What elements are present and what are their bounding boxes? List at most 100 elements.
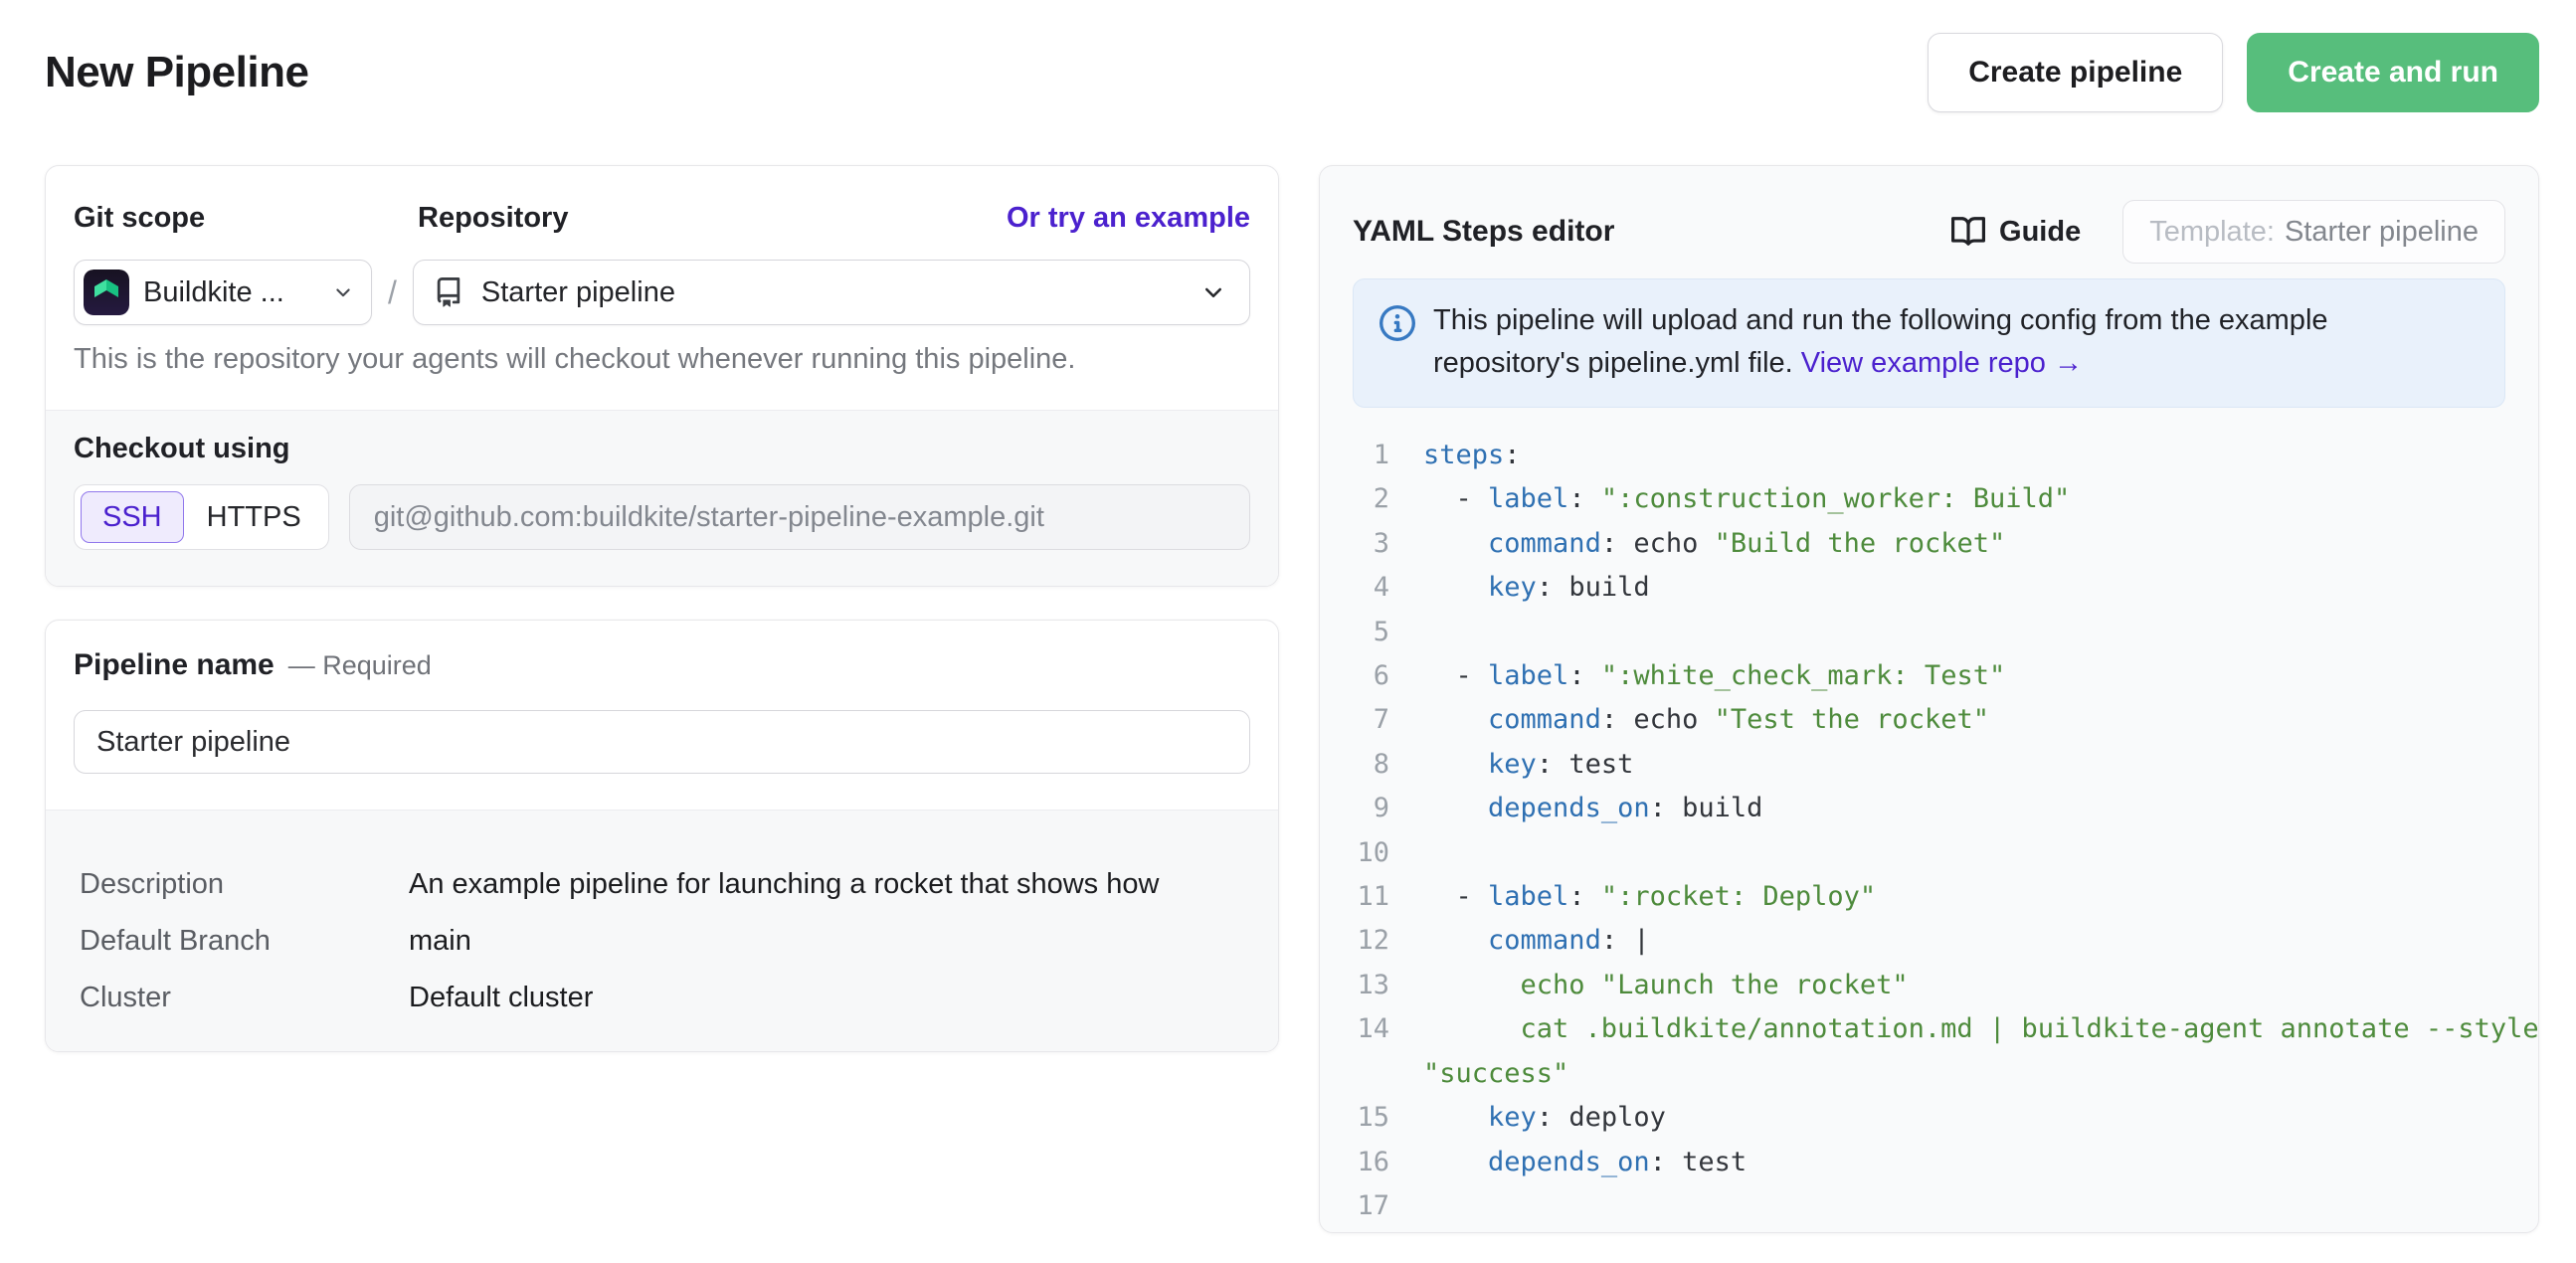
checkout-protocol-toggle: SSH HTTPS bbox=[74, 484, 329, 550]
create-and-run-button[interactable]: Create and run bbox=[2247, 33, 2539, 112]
line-content: command: echo "Test the rocket" bbox=[1488, 704, 1989, 736]
line-number: 1 bbox=[1373, 440, 1389, 470]
create-pipeline-button[interactable]: Create pipeline bbox=[1928, 33, 2224, 112]
yaml-editor-header: YAML Steps editor Guide Template: Starte… bbox=[1320, 166, 2538, 264]
guide-label: Guide bbox=[1999, 215, 2082, 248]
main-content: Git scope Repository Or try an example bbox=[45, 165, 2539, 1233]
code-line: 7 command: echo "Test the rocket" bbox=[1320, 698, 2538, 742]
line-content: depends_on: test bbox=[1488, 1146, 1748, 1177]
code-line: 14 cat .buildkite/annotation.md | buildk… bbox=[1320, 1007, 2538, 1051]
line-content: - label: ":rocket: Deploy" bbox=[1423, 881, 1877, 913]
git-scope-label: Git scope bbox=[74, 201, 206, 234]
line-content: - label: ":white_check_mark: Test" bbox=[1423, 660, 2006, 692]
https-toggle[interactable]: HTTPS bbox=[206, 500, 301, 533]
book-icon bbox=[1951, 217, 1986, 246]
line-content: steps: bbox=[1423, 440, 1521, 470]
page-header: New Pipeline Create pipeline Create and … bbox=[45, 28, 2539, 117]
line-number: 6 bbox=[1373, 660, 1389, 692]
yaml-editor-title: YAML Steps editor bbox=[1353, 215, 1615, 248]
line-number: 2 bbox=[1373, 483, 1389, 515]
buildkite-logo-icon bbox=[84, 270, 129, 315]
line-number: 5 bbox=[1373, 616, 1389, 647]
checkout-section: Checkout using SSH HTTPS bbox=[46, 410, 1278, 586]
line-content: command: | bbox=[1488, 925, 1650, 957]
code-line: 13 echo "Launch the rocket" bbox=[1320, 964, 2538, 1007]
line-content: cat .buildkite/annotation.md | buildkite… bbox=[1423, 1013, 2539, 1045]
checkout-using-label: Checkout using bbox=[74, 432, 290, 464]
line-content: command: echo "Build the rocket" bbox=[1488, 527, 2006, 559]
code-line: 1 steps: bbox=[1320, 434, 2538, 477]
line-number: 10 bbox=[1357, 836, 1389, 868]
line-content: "success" bbox=[1423, 1057, 1569, 1089]
detail-row: Default Branch main bbox=[80, 919, 1244, 963]
detail-label: Description bbox=[80, 867, 225, 900]
template-button[interactable]: Template: Starter pipeline bbox=[2122, 200, 2505, 264]
line-number: 3 bbox=[1373, 527, 1389, 559]
code-line: 8 key: test bbox=[1320, 743, 2538, 787]
info-banner: This pipeline will upload and run the fo… bbox=[1353, 278, 2505, 408]
checkout-url-input[interactable] bbox=[348, 484, 1250, 550]
detail-label: Cluster bbox=[80, 981, 171, 1013]
code-line: 11 - label: ":rocket: Deploy" bbox=[1320, 875, 2538, 919]
code-line: 12 command: | bbox=[1320, 919, 2538, 963]
line-content: key: deploy bbox=[1488, 1102, 1666, 1134]
line-number: 12 bbox=[1357, 925, 1389, 957]
detail-value: An example pipeline for launching a rock… bbox=[409, 867, 1160, 900]
pipeline-name-label: Pipeline name bbox=[74, 648, 275, 681]
code-line: 5 bbox=[1320, 611, 2538, 654]
line-number: 14 bbox=[1357, 1013, 1389, 1045]
line-content: - label: ":construction_worker: Build" bbox=[1423, 483, 2071, 515]
left-column: Git scope Repository Or try an example bbox=[45, 165, 1279, 1052]
code-editor[interactable]: 1 steps: 2 - label: ":construction_worker:… bbox=[1320, 434, 2538, 1228]
banner-message: This pipeline will upload and run the fo… bbox=[1433, 304, 2328, 379]
chevron-down-icon bbox=[1204, 287, 1222, 298]
line-content: echo "Launch the rocket" bbox=[1423, 969, 1909, 1000]
code-line: 15 key: deploy bbox=[1320, 1096, 2538, 1140]
repository-helper-text: This is the repository your agents will … bbox=[74, 343, 1076, 375]
line-content: key: test bbox=[1488, 748, 1634, 780]
checkout-row: SSH HTTPS bbox=[74, 484, 1250, 550]
git-scope-select[interactable]: Buildkite ... bbox=[74, 260, 372, 325]
pipeline-name-input[interactable] bbox=[74, 710, 1250, 774]
line-number: 16 bbox=[1357, 1146, 1389, 1177]
guide-link[interactable]: Guide bbox=[1951, 215, 2081, 249]
line-number: 11 bbox=[1357, 881, 1389, 913]
code-line: "success" bbox=[1320, 1052, 2538, 1096]
code-line: 6 - label: ":white_check_mark: Test" bbox=[1320, 654, 2538, 698]
repo-icon bbox=[437, 277, 460, 307]
template-value: Starter pipeline bbox=[2284, 215, 2479, 248]
code-line: 16 depends_on: test bbox=[1320, 1141, 2538, 1184]
git-scope-value: Buildkite ... bbox=[143, 275, 284, 308]
line-number bbox=[1320, 1052, 1423, 1096]
pipeline-name-top: Pipeline name — Required bbox=[46, 621, 1278, 774]
page-title: New Pipeline bbox=[45, 48, 309, 96]
detail-value: main bbox=[409, 924, 471, 957]
yaml-editor-card: YAML Steps editor Guide Template: Starte… bbox=[1319, 165, 2539, 1233]
detail-label: Default Branch bbox=[80, 924, 271, 957]
line-content: depends_on: build bbox=[1488, 793, 1763, 824]
detail-row: Description An example pipeline for launc… bbox=[80, 862, 1244, 906]
header-actions: Create pipeline Create and run bbox=[1928, 33, 2539, 112]
repo-selects-row: Buildkite ... / Starter pipeline bbox=[74, 260, 1250, 325]
code-line: 10 bbox=[1320, 831, 2538, 875]
detail-value: Default cluster bbox=[409, 981, 594, 1013]
code-line: 4 key: build bbox=[1320, 566, 2538, 610]
line-content: key: build bbox=[1488, 572, 1650, 604]
code-line: 3 command: echo "Build the rocket" bbox=[1320, 522, 2538, 566]
info-icon bbox=[1380, 305, 1415, 341]
required-label: — Required bbox=[287, 650, 432, 680]
code-line: 9 depends_on: build bbox=[1320, 787, 2538, 830]
try-example-link[interactable]: Or try an example bbox=[1007, 201, 1250, 234]
line-number: 13 bbox=[1357, 969, 1389, 1000]
line-number: 9 bbox=[1373, 793, 1389, 824]
chevron-down-icon bbox=[336, 288, 350, 297]
line-number: 4 bbox=[1373, 572, 1389, 604]
ssh-toggle[interactable]: SSH bbox=[81, 491, 184, 543]
line-number: 7 bbox=[1373, 704, 1389, 736]
code-line: 17 bbox=[1320, 1184, 2538, 1228]
banner-text: This pipeline will upload and run the fo… bbox=[1433, 299, 2479, 387]
scope-repo-separator: / bbox=[388, 273, 397, 310]
new-pipeline-page: New Pipeline Create pipeline Create and … bbox=[45, 28, 2539, 1233]
repository-select[interactable]: Starter pipeline bbox=[412, 260, 1250, 325]
view-example-repo-link[interactable]: View example repo → bbox=[1800, 347, 2083, 379]
